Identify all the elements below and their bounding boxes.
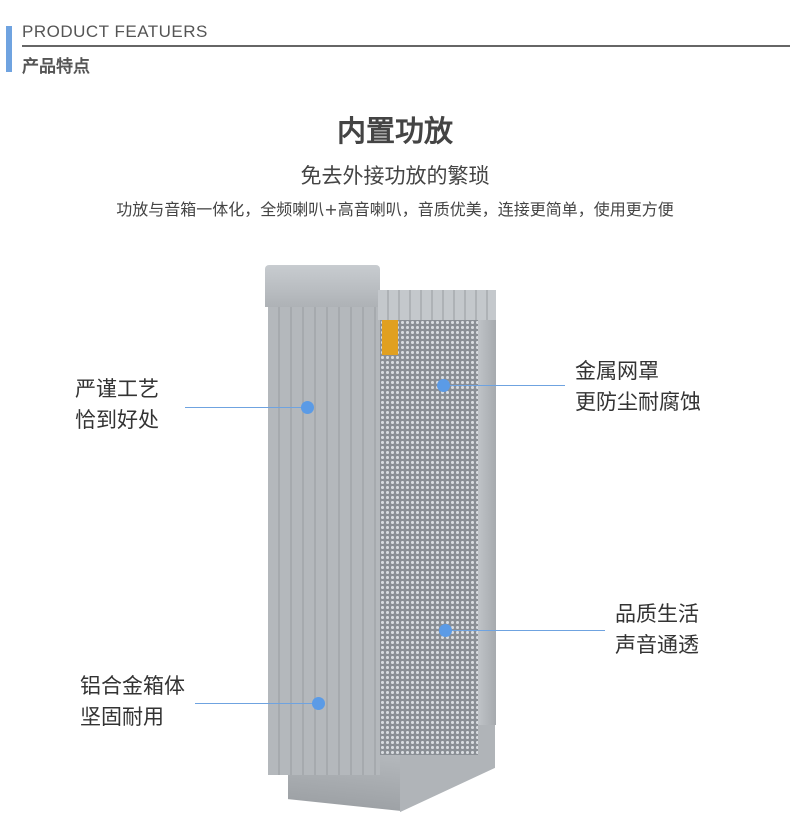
callout-line2: 坚固耐用 — [80, 705, 164, 729]
speaker-label — [382, 310, 398, 355]
callout-dot — [312, 697, 325, 710]
speaker-mesh-grille — [380, 300, 478, 755]
callout-pointer-line — [445, 385, 565, 386]
callout-dot — [439, 624, 452, 637]
callout-line2: 恰到好处 — [75, 408, 159, 432]
accent-bar — [6, 26, 12, 72]
callout-line1: 铝合金箱体 — [80, 674, 185, 698]
speaker-top-rim — [378, 290, 496, 320]
callout-metal-mesh: 金属网罩 更防尘耐腐蚀 — [575, 356, 701, 418]
section-title-en: PRODUCT FEATUERS — [22, 22, 208, 41]
callout-sound-quality: 品质生活 声音通透 — [615, 599, 699, 661]
callout-line1: 品质生活 — [615, 602, 699, 626]
callout-pointer-line — [445, 630, 605, 631]
feature-title: 内置功放 — [336, 114, 453, 148]
feature-subtitle: 免去外接功放的繁琐 — [300, 164, 490, 188]
callout-line2: 声音通透 — [615, 633, 699, 657]
callout-pointer-line — [185, 407, 305, 408]
callout-line1: 金属网罩 — [575, 359, 659, 383]
callout-line1: 严谨工艺 — [75, 377, 159, 401]
callout-line2: 更防尘耐腐蚀 — [575, 390, 701, 414]
callout-aluminum-case: 铝合金箱体 坚固耐用 — [80, 671, 185, 733]
callout-dot — [301, 401, 314, 414]
speaker-side-panel — [268, 305, 380, 775]
callout-dot — [437, 379, 450, 392]
section-title-cn: 产品特点 — [22, 57, 90, 77]
feature-description: 功放与音箱一体化，全频喇叭+高音喇叭，音质优美，连接更简单，使用更方便 — [116, 200, 674, 219]
divider — [22, 45, 790, 47]
callout-pointer-line — [195, 703, 315, 704]
speaker-right-edge — [478, 315, 496, 725]
speaker-top-cap — [265, 265, 380, 307]
callout-craftsmanship: 严谨工艺 恰到好处 — [75, 374, 159, 436]
